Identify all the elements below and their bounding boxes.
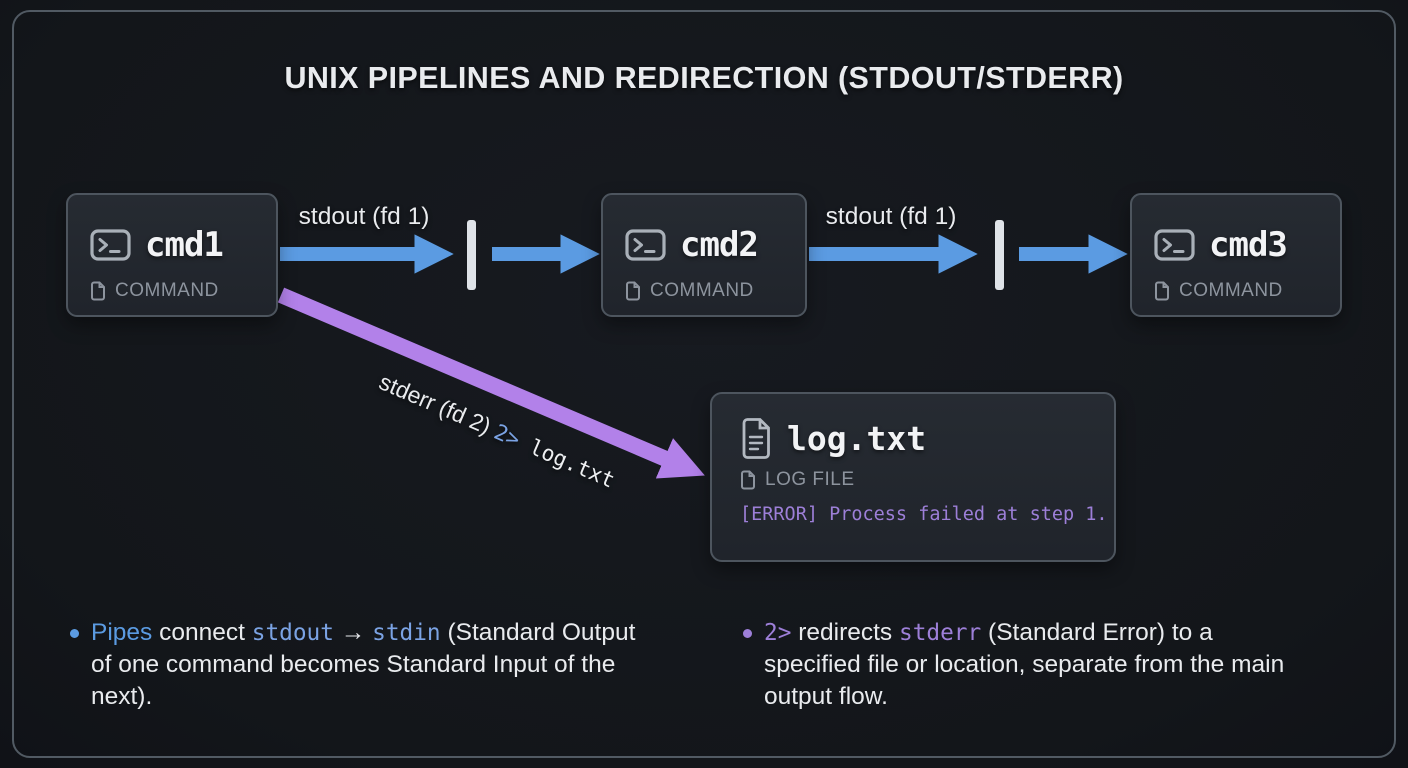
node-cmd2-label: cmd2	[680, 225, 759, 265]
pipe-symbol-2	[995, 220, 1004, 290]
pipe-symbol-1	[467, 220, 476, 290]
node-cmd2-type: COMMAND	[625, 280, 805, 302]
node-cmd2: cmd2 COMMAND	[601, 193, 807, 317]
node-cmd2-header: cmd2	[625, 225, 805, 265]
bullet-dot-purple	[743, 629, 752, 638]
note-pipes: Pipes connect stdout → stdin (Standard O…	[70, 617, 639, 713]
node-cmd2-type-label: COMMAND	[650, 280, 754, 301]
file-icon	[740, 470, 756, 490]
node-logfile-header: log.txt	[740, 417, 1114, 460]
note-redirect: 2> redirects stderr (Standard Error) to …	[743, 617, 1312, 713]
diagram-title: UNIX PIPELINES AND REDIRECTION (STDOUT/S…	[284, 61, 1124, 95]
node-cmd1-type-label: COMMAND	[115, 280, 219, 301]
node-logfile-type: LOG FILE	[740, 469, 1114, 491]
terminal-icon	[90, 229, 131, 261]
node-cmd3-label: cmd3	[1209, 225, 1288, 265]
node-logfile-label: log.txt	[787, 419, 927, 458]
node-cmd1-label: cmd1	[145, 225, 224, 265]
node-cmd1-header: cmd1	[90, 225, 276, 265]
logfile-error-line: [ERROR] Process failed at step 1.	[740, 504, 1108, 525]
node-cmd3-type: COMMAND	[1154, 280, 1340, 302]
note-pipes-text: Pipes connect stdout → stdin (Standard O…	[91, 619, 636, 710]
file-icon	[1154, 281, 1170, 301]
bullet-dot-blue	[70, 629, 79, 638]
node-cmd3: cmd3 COMMAND	[1130, 193, 1342, 317]
node-cmd3-header: cmd3	[1154, 225, 1340, 265]
note-redirect-text: 2> redirects stderr (Standard Error) to …	[764, 619, 1285, 710]
file-icon	[625, 281, 641, 301]
document-lines-icon	[740, 417, 772, 460]
stdout-label-1: stdout (fd 1)	[298, 203, 430, 230]
terminal-icon	[1154, 229, 1195, 261]
stdout-label-2: stdout (fd 1)	[825, 203, 957, 230]
node-logfile: log.txt LOG FILE [ERROR] Process failed …	[710, 392, 1116, 562]
terminal-icon	[625, 229, 666, 261]
node-logfile-type-label: LOG FILE	[765, 469, 855, 490]
node-cmd1-type: COMMAND	[90, 280, 276, 302]
stderr-arrow-cmd1-to-logfile	[277, 287, 705, 479]
node-cmd3-type-label: COMMAND	[1179, 280, 1283, 301]
node-cmd1: cmd1 COMMAND	[66, 193, 278, 317]
file-icon	[90, 281, 106, 301]
